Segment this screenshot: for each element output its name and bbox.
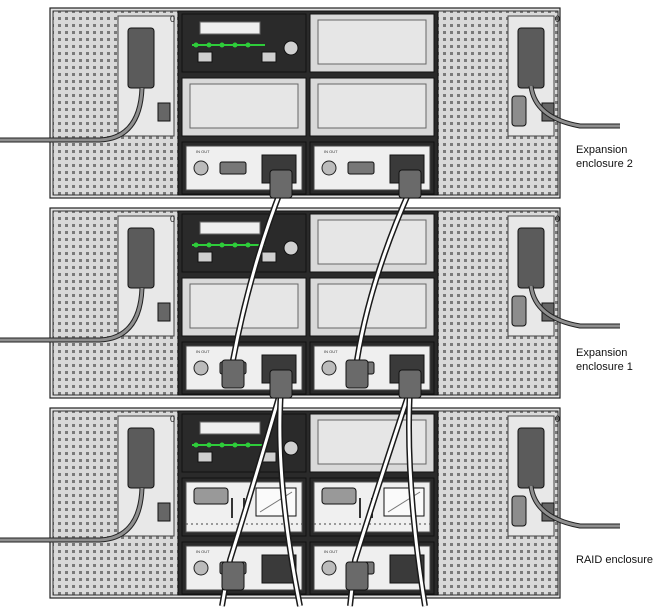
callout-line-2: enclosure 2	[576, 158, 633, 170]
interconnect-cables	[219, 188, 428, 607]
callout-expansion-enclosure-1: Expansion enclosure 1	[576, 346, 633, 374]
callout-raid-enclosure: RAID enclosure	[576, 553, 653, 567]
callout-line-1: Expansion	[576, 347, 628, 359]
callout-line-2: enclosure 1	[576, 361, 633, 373]
expansion-enclosure-2	[0, 8, 620, 198]
callout-expansion-enclosure-2: Expansion enclosure 2	[576, 143, 633, 171]
expansion-enclosure-1	[0, 208, 620, 398]
raid-enclosure	[0, 408, 620, 598]
callout-line-1: Expansion	[576, 144, 628, 156]
callout-line-1: RAID enclosure	[576, 554, 654, 566]
cable-connectors	[221, 169, 422, 591]
